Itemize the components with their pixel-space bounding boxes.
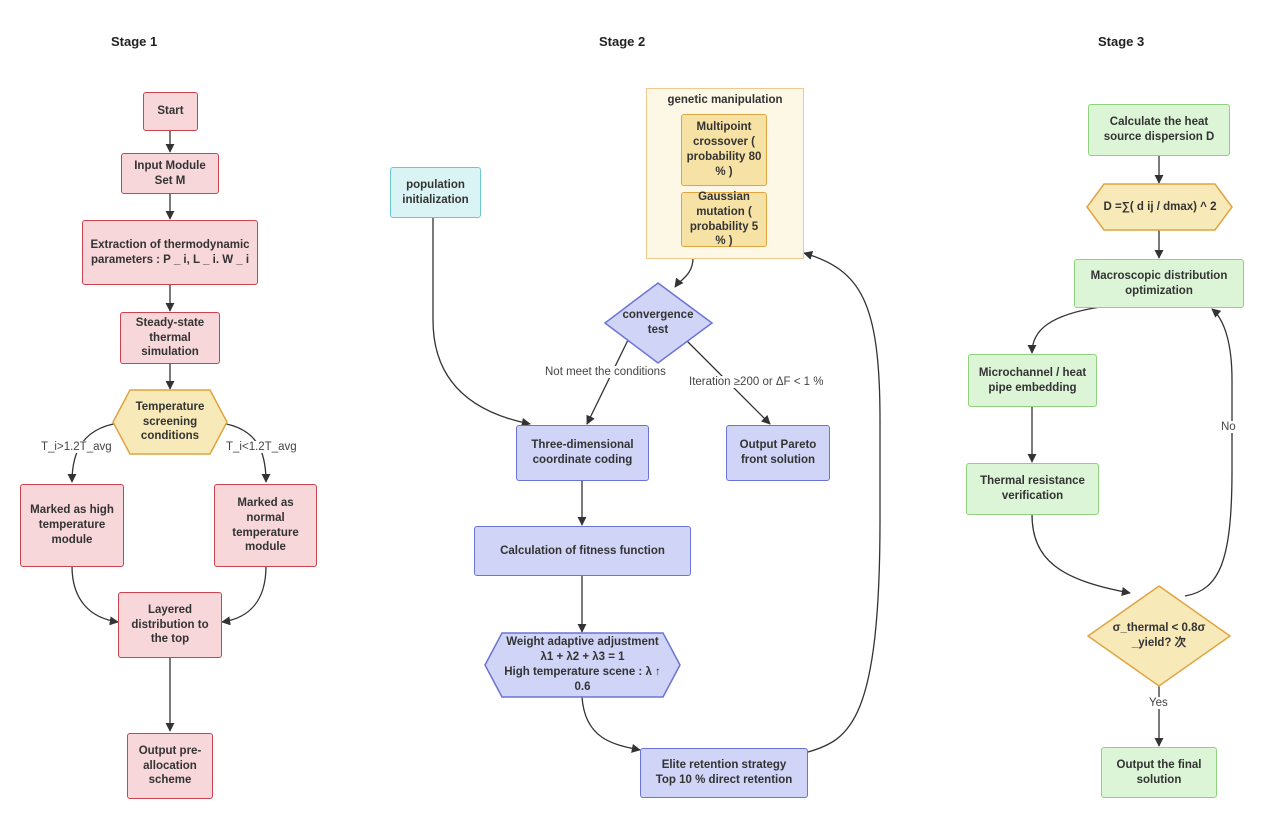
input-module-node[interactable]: Input Module Set M xyxy=(121,153,219,194)
elite-line-2: Top 10 % direct retention xyxy=(655,774,793,786)
layered-node[interactable]: Layered distribution to the top xyxy=(118,592,222,658)
edge-weight-elite xyxy=(581,696,641,753)
weight-line-3: High temperature scene : λ ↑ xyxy=(504,666,661,678)
label-iteration: Iteration ≥200 or ΔF < 1 % xyxy=(689,376,824,388)
elite-line-1: Elite retention strategy xyxy=(661,759,787,772)
edge-high-layered xyxy=(71,565,119,626)
convergence-label: convergence test xyxy=(622,309,694,336)
final-solution-node[interactable]: Output the final solution xyxy=(1101,747,1217,798)
high-temp-node[interactable]: Marked as high temperature module xyxy=(20,484,124,567)
normal-temp-node[interactable]: Marked as normal temperature module xyxy=(214,484,317,567)
label-yes: Yes xyxy=(1149,697,1168,709)
dispersion-node[interactable]: Calculate the heat source dispersion D xyxy=(1088,104,1230,156)
start-node[interactable]: Start xyxy=(143,92,198,131)
output-preallocation-node[interactable]: Output pre-allocation scheme xyxy=(127,733,213,799)
elite-node[interactable]: Elite retention strategy Top 10 % direct… xyxy=(640,748,808,798)
microchannel-node[interactable]: Microchannel / heat pipe embedding xyxy=(968,354,1097,407)
formula-hexagon xyxy=(1086,183,1233,231)
label-no: No xyxy=(1221,421,1236,433)
edge-normal-layered xyxy=(221,565,267,626)
genetic-manipulation-title: genetic manipulation xyxy=(667,94,783,106)
label-normal: T_i<1.2T_avg xyxy=(226,441,297,453)
extraction-node[interactable]: Extraction of thermodynamic parameters :… xyxy=(82,220,258,285)
screening-label: Temperature screening conditions xyxy=(135,400,205,443)
stage-1-title: Stage 1 xyxy=(111,34,158,49)
edge-macroscopic-microchannel xyxy=(1027,306,1101,354)
edge-convergence-coding xyxy=(586,339,629,425)
population-init-node[interactable]: population initialization xyxy=(390,167,481,218)
thermal-resistance-node[interactable]: Thermal resistance verification xyxy=(966,463,1099,515)
steady-state-node[interactable]: Steady-state thermal simulation xyxy=(120,312,220,364)
crossover-node[interactable]: Multipoint crossover ( probability 80 % … xyxy=(681,114,767,186)
weight-label: Weight adaptive adjustment λ1 + λ2 + λ3 … xyxy=(490,634,675,696)
stage-2-title: Stage 2 xyxy=(599,34,646,49)
edge-population-coding xyxy=(432,217,531,427)
label-not-meet: Not meet the conditions xyxy=(545,366,666,378)
label-high: T_i>1.2T_avg xyxy=(41,441,112,453)
decision-label: σ_thermal < 0.8σ _yield? 次 xyxy=(1112,622,1206,649)
fitness-node[interactable]: Calculation of fitness function xyxy=(474,526,691,576)
edge-cluster-convergence xyxy=(674,257,694,288)
pareto-node[interactable]: Output Pareto front solution xyxy=(726,425,830,481)
coding-node[interactable]: Three-dimensional coordinate coding xyxy=(516,425,649,481)
decision-diamond xyxy=(1086,585,1232,687)
stage-3-title: Stage 3 xyxy=(1098,34,1145,49)
weight-hexagon xyxy=(484,632,681,698)
mutation-node[interactable]: Gaussian mutation ( probability 5 % ) xyxy=(681,191,767,247)
formula-label: D =∑( d ij / dmax) ^ 2 xyxy=(1103,200,1217,213)
edge-elite-cluster xyxy=(803,251,881,753)
weight-line-2: λ1 + λ2 + λ3 = 1 xyxy=(540,651,625,664)
edge-thermal-decision xyxy=(1031,513,1131,596)
weight-line-4: 0.6 xyxy=(574,680,591,693)
screening-hexagon xyxy=(112,389,228,455)
convergence-diamond xyxy=(603,282,714,364)
edge-decision-macroscopic xyxy=(1184,308,1233,597)
weight-line-1: Weight adaptive adjustment xyxy=(506,636,659,649)
macroscopic-node[interactable]: Macroscopic distribution optimization xyxy=(1074,259,1244,308)
